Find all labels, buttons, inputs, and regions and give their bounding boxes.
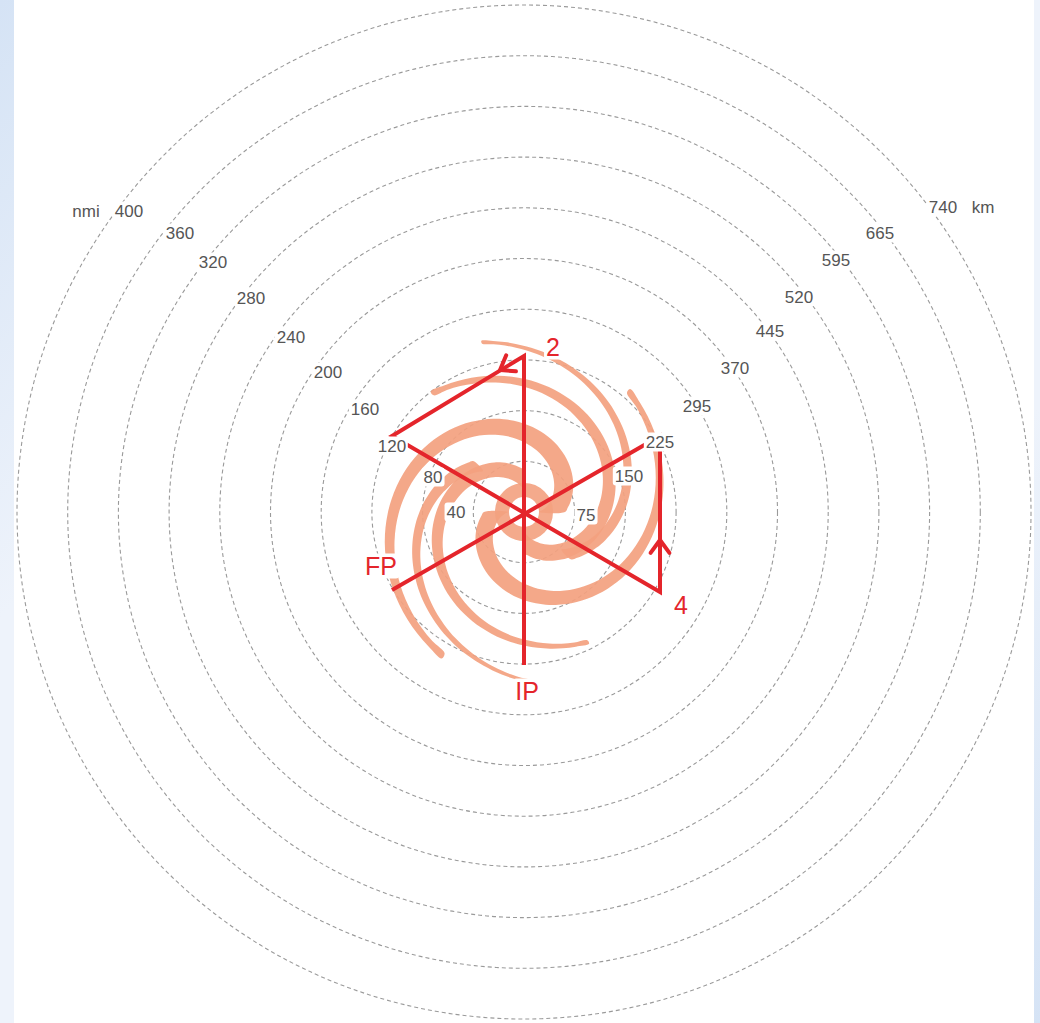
waypoint-label: 2: [544, 335, 562, 360]
range-label: 40: [445, 503, 468, 522]
range-label: 120: [376, 437, 408, 456]
range-label: 280: [235, 289, 267, 308]
range-ring: [169, 157, 879, 867]
range-label: 370: [719, 359, 751, 378]
range-label: 150: [613, 467, 645, 486]
waypoint-label: FP: [363, 554, 399, 579]
direction-arrow: [651, 540, 670, 553]
range-label: 75: [575, 506, 598, 525]
range-label: 240: [275, 328, 307, 347]
range-label: 595: [820, 251, 852, 270]
range-ring: [118, 106, 929, 917]
range-label: 295: [681, 397, 713, 416]
waypoint-label: 4: [672, 593, 690, 618]
range-label: 80: [422, 468, 445, 487]
range-label: nmi: [70, 202, 101, 221]
waypoint-label: IP: [513, 679, 541, 704]
flight-track: [392, 356, 660, 665]
range-label: 360: [164, 224, 196, 243]
range-label: 400: [113, 202, 145, 221]
range-ring: [321, 309, 727, 715]
range-label: 320: [197, 253, 229, 272]
range-ring: [17, 5, 1031, 1019]
range-label: 445: [754, 322, 786, 341]
range-label: 520: [783, 288, 815, 307]
range-label: 740: [927, 198, 959, 217]
range-label: 225: [644, 433, 676, 452]
storm-clouds: [385, 340, 664, 683]
range-ring: [68, 56, 981, 969]
cloud-band: [475, 389, 663, 605]
range-label: 200: [312, 363, 344, 382]
range-label: km: [970, 198, 997, 217]
range-rings: [17, 5, 1031, 1019]
range-ring: [271, 259, 778, 766]
range-label: 665: [864, 224, 896, 243]
range-ring: [220, 208, 828, 816]
direction-arrow: [500, 355, 516, 371]
range-label: 160: [349, 400, 381, 419]
